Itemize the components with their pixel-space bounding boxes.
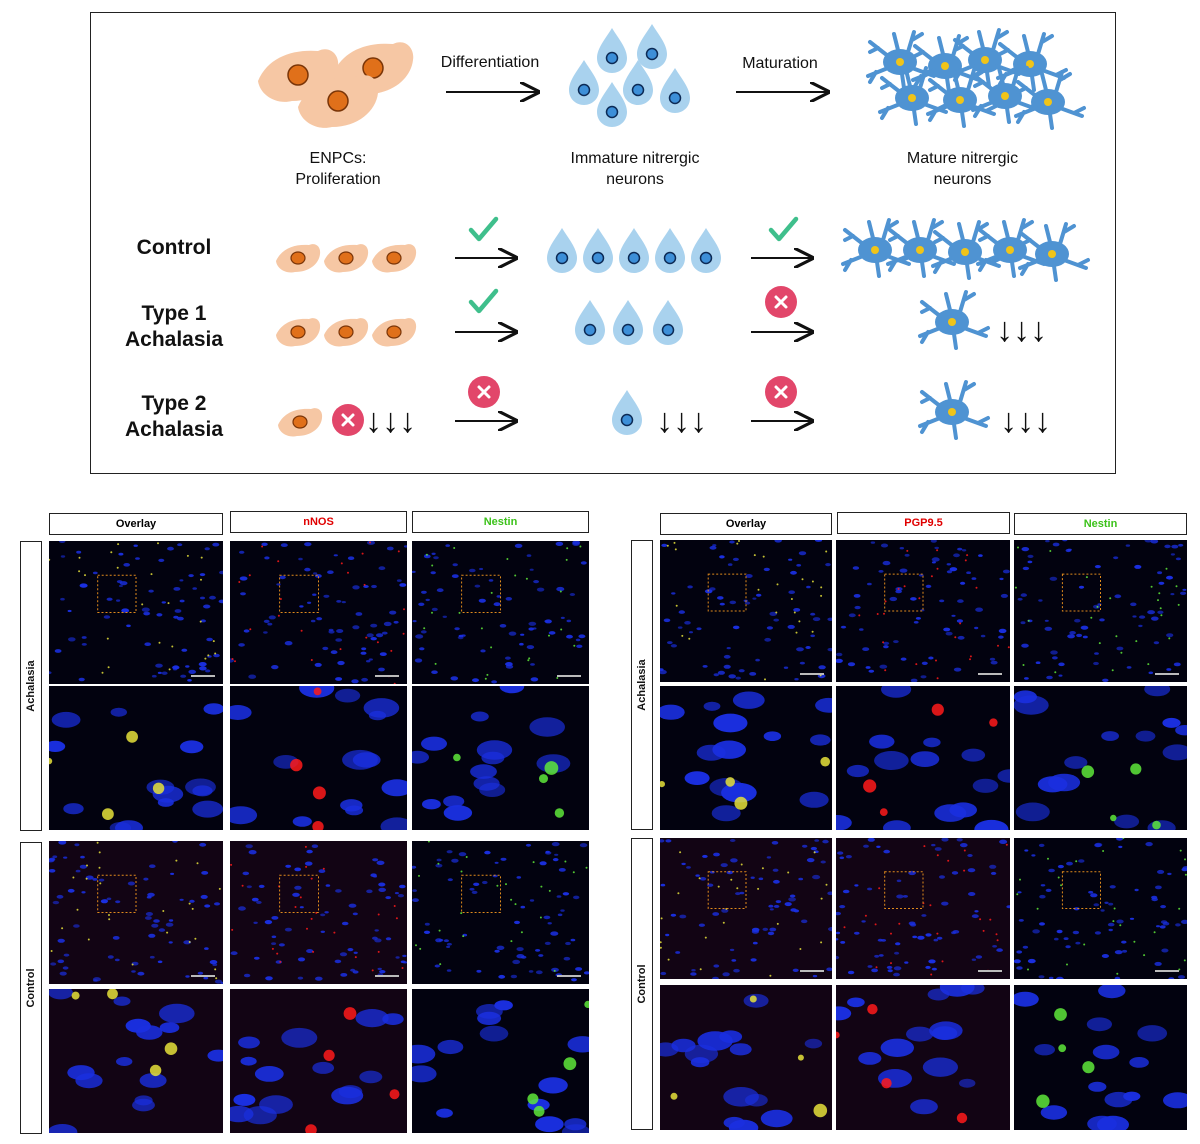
differentiation-label: Differentiation [440,54,540,71]
micrograph-image [660,985,832,1130]
decrease-arrows: ↓↓↓ [656,402,707,440]
right-row-label-achalasia: Achalasia [631,540,653,830]
immature-neuron [618,227,650,274]
enpc-cell [275,243,321,274]
immature-neuron [659,67,691,114]
cross-icon [330,402,366,438]
micrograph-image [836,838,1010,979]
immature-neuron [654,227,686,274]
maturation-label: Maturation [742,55,818,72]
row-label-control: Control [136,236,212,259]
micrograph-image [230,989,407,1133]
row-label-type2: Type 2 Achalasia [124,392,224,441]
immature-neuron [611,389,643,436]
check-icon [771,219,796,239]
immature-neuron [582,227,614,274]
enpc-cell [371,317,417,348]
micrograph-image [49,686,223,830]
left-row-label-achalasia: Achalasia [20,541,42,831]
mature-neuron [976,218,1048,278]
mature-neuron [918,380,990,440]
right-col-header-overlay: Overlay [660,513,832,535]
mature-neuron [918,290,990,350]
micrograph-image [1014,985,1187,1130]
immature-stage-label: Immature nitrergic neurons [570,150,700,188]
left-col-header-overlay: Overlay [49,513,223,535]
enpc-cell [275,317,321,348]
micrograph-image [49,989,223,1133]
mature-neuron [866,30,938,90]
right-row-label-control: Control [631,838,653,1130]
mature-neuron [886,218,958,278]
immature-neuron [652,299,684,346]
immature-neuron [690,227,722,274]
left-row-label-control: Control [20,842,42,1134]
immature-neuron [636,23,668,70]
micrograph-image [49,541,223,684]
micrograph-image [230,841,407,984]
micrograph-image [1014,686,1187,830]
micrograph-image [412,841,589,984]
left-col-header-nestin: Nestin [412,511,589,533]
decrease-arrows: ↓↓↓ [365,402,416,440]
mature-neuron [931,220,1003,280]
enpc-cell [277,407,323,438]
schematic-frame [90,12,1116,474]
immature-neuron [546,227,578,274]
micrograph-image [836,540,1010,682]
left-col-header-nnos: nNOS [230,511,407,533]
micrograph-image [1014,540,1187,682]
immature-neuron [568,59,600,106]
micrograph-image [660,686,832,830]
enpc-cell [323,317,369,348]
mature-neuron [926,68,998,128]
right-col-header-pgp95: PGP9.5 [837,512,1010,534]
micrograph-image [836,985,1010,1130]
enpc-cell [371,243,417,274]
micrograph-image [836,686,1010,830]
decrease-arrows: ↓↓↓ [1000,402,1051,440]
mature-neuron [1018,222,1090,282]
micrograph-image [412,989,589,1133]
micrograph-image [230,541,407,684]
micrograph-image [49,841,223,984]
mature-neuron [996,32,1068,92]
immature-neuron [574,299,606,346]
cross-icon [466,374,502,410]
micrograph-image [1014,838,1187,979]
immature-neuron [596,81,628,128]
check-icon [471,219,496,239]
mature-neuron [841,218,913,278]
check-icon [471,291,496,311]
micrograph-image [660,838,832,979]
decrease-arrows: ↓↓↓ [996,311,1047,349]
micrograph-image [230,686,407,830]
micrograph-image [412,686,589,830]
cross-icon [763,374,799,410]
mature-stage-label: Mature nitrergic neurons [906,150,1019,188]
enpc-stage-label: ENPCs: Proliferation [295,150,381,188]
right-col-header-nestin: Nestin [1014,513,1187,535]
schematic-graphics [257,23,1090,440]
immature-neuron [612,299,644,346]
immature-neuron [596,27,628,74]
row-label-type1: Type 1 Achalasia [124,302,224,351]
enpc-cell [323,243,369,274]
mature-neuron [1014,70,1086,130]
micrograph-image [660,540,832,682]
micrograph-image [412,541,589,684]
cross-icon [763,284,799,320]
